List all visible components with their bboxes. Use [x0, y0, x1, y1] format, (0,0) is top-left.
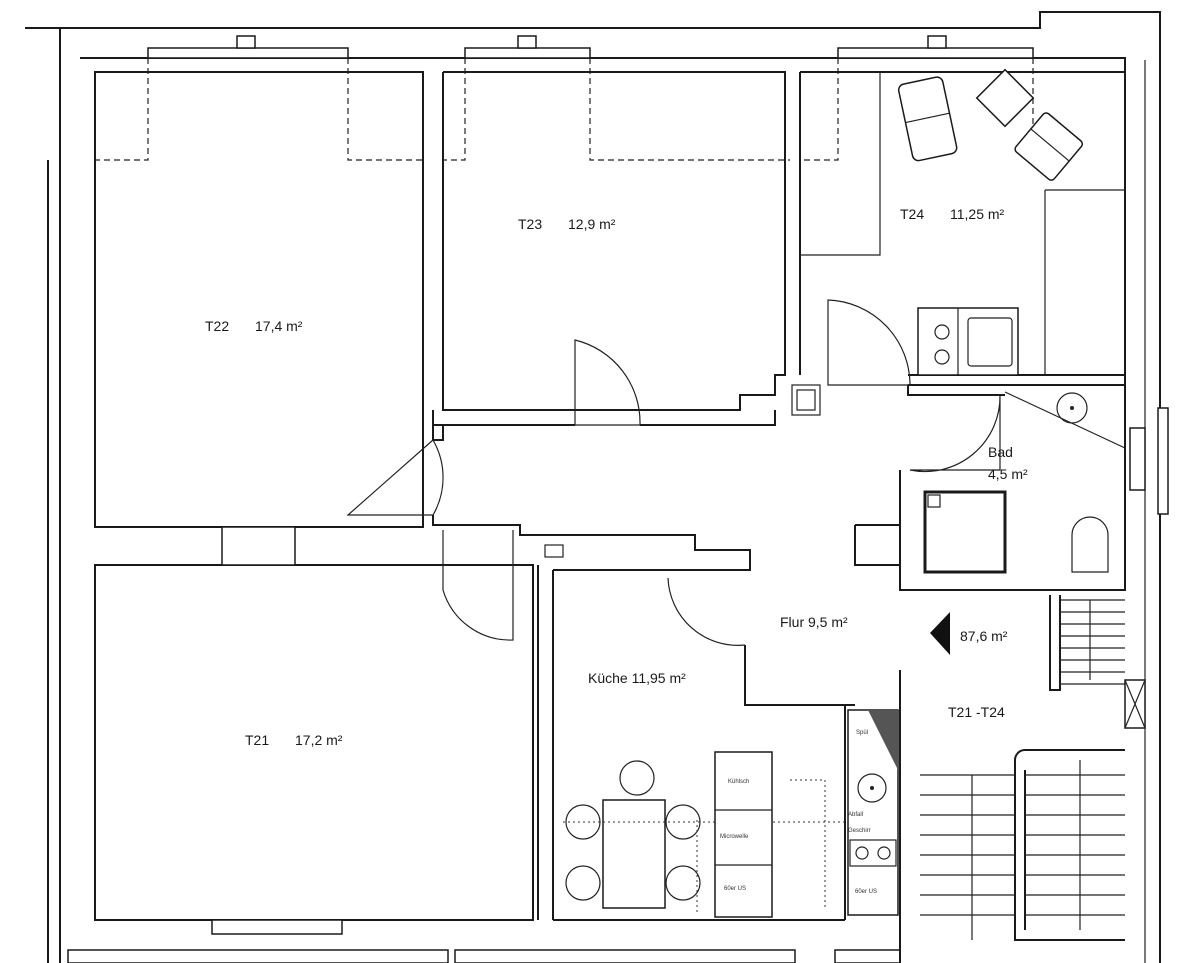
- label-bad-area: 4,5 m²: [988, 466, 1028, 482]
- label-t21-area: 17,2 m²: [295, 732, 343, 748]
- label-counter-waste: Abfall: [848, 812, 863, 818]
- label-kueche: Küche 11,95 m²: [588, 670, 686, 686]
- kitchenette-t24: [917, 307, 1019, 376]
- radiator-recesses: [95, 58, 1034, 165]
- label-counter-60er: 60er US: [855, 889, 877, 895]
- label-flur: Flur 9,5 m²: [780, 614, 848, 630]
- label-t24-area: 11,25 m²: [950, 206, 1005, 222]
- room-t23: [432, 71, 786, 426]
- label-bad-name: Bad: [988, 444, 1013, 460]
- kitchen-walls: [537, 565, 846, 921]
- label-t22-name: T22: [205, 318, 229, 334]
- label-t21-name: T21: [245, 732, 269, 748]
- label-t23-area: 12,9 m²: [568, 216, 616, 232]
- room-t21: [94, 526, 534, 921]
- windows-top: [147, 35, 1034, 59]
- doors: [346, 299, 1001, 646]
- label-counter-sink: Spül: [856, 730, 868, 736]
- lounge-chairs: [897, 68, 1084, 181]
- staircase: [920, 595, 1146, 941]
- label-t22-area: 17,4 m²: [255, 318, 303, 334]
- room-t24: [799, 71, 1126, 386]
- windows-bottom: [67, 919, 901, 963]
- hallway-walls: [432, 384, 1126, 963]
- room-t22: [94, 71, 424, 528]
- label-cabinet-60er: 60er US: [724, 886, 746, 892]
- label-t23-name: T23: [518, 216, 542, 232]
- kitchen-furniture: [563, 709, 899, 918]
- label-total-area: 87,6 m²: [960, 628, 1008, 644]
- label-counter-dishwasher: Geschirr: [848, 828, 871, 834]
- outer-walls: [25, 11, 1161, 963]
- label-cabinet-fridge: Kühlsch: [728, 779, 749, 785]
- label-t24-name: T24: [900, 206, 924, 222]
- label-units: T21 -T24: [948, 704, 1005, 720]
- label-cabinet-microwave: Microwelle: [720, 834, 749, 840]
- bathroom-fixtures: [923, 391, 1169, 574]
- entrance-arrow-icon: [930, 612, 950, 655]
